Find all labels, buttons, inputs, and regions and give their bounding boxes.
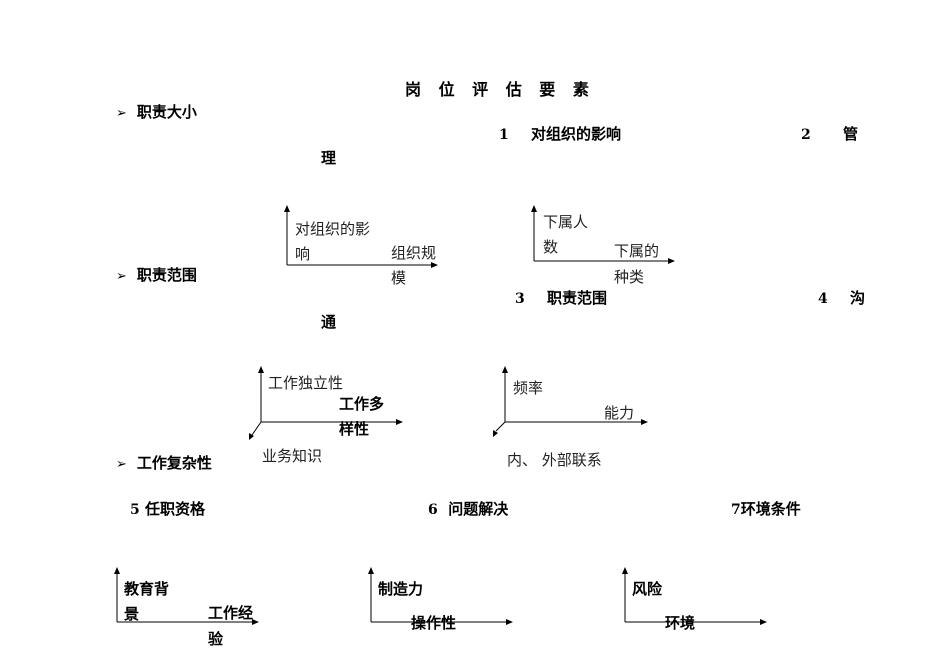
communication-axes [493, 366, 648, 437]
factor-2-name-part2: 理 [321, 149, 337, 167]
communication-x-label: 能力 [604, 404, 635, 422]
section-duty-scope: ➢ 职责范围 [116, 266, 197, 284]
influence-axes [284, 205, 438, 268]
section-work-complexity: ➢ 工作复杂性 [116, 454, 212, 472]
factor-6-number: 6 [428, 502, 438, 518]
environment-x-label: 环境 [665, 614, 696, 632]
page-title: 岗 位 评 估 要 素 [405, 80, 595, 99]
section-label: 工作复杂性 [136, 454, 212, 472]
bullet-arrow-icon: ➢ [116, 106, 127, 121]
section-label: 职责大小 [136, 103, 197, 121]
factor-6-heading: 6 问题解决 [428, 500, 509, 518]
factor-5-number: 5 [130, 502, 140, 518]
factor-1-number: 1 [499, 127, 509, 143]
scope-z-label: 业务知识 [262, 447, 323, 465]
influence-x-label-line2: 模 [391, 269, 407, 287]
factor-2-name-part1: 管 [843, 125, 859, 143]
qualification-y-label-line2: 景 [124, 605, 140, 623]
factor-7-heading: 7环境条件 [731, 500, 801, 518]
problem-solving-y-label: 制造力 [378, 580, 424, 598]
management-x-label-line2: 种类 [614, 268, 645, 286]
influence-y-label-line2: 响 [295, 245, 311, 263]
influence-y-label-line1: 对组织的影 [295, 220, 371, 238]
scope-x-label-line1: 工作多 [339, 395, 385, 413]
environment-y-label: 风险 [632, 580, 663, 598]
environment-axes [622, 567, 767, 625]
communication-z-label: 内、 外部联系 [507, 451, 602, 469]
factor-6-name: 问题解决 [448, 500, 509, 518]
management-y-label-line2: 数 [543, 238, 559, 256]
qualification-x-label-line2: 验 [208, 630, 224, 648]
factor-2-number: 2 [801, 127, 811, 143]
communication-y-label: 频率 [513, 379, 544, 397]
factor-4-number: 4 [818, 291, 828, 307]
factor-5-name: 任职资格 [144, 500, 205, 518]
factor-3-number: 3 [515, 291, 525, 307]
section-duty-size: ➢ 职责大小 [116, 103, 197, 121]
management-x-label-line1: 下属的 [614, 242, 660, 260]
factor-4-name-part2: 通 [321, 313, 337, 331]
management-y-label-line1: 下属人 [543, 213, 589, 231]
qualification-x-label-line1: 工作经 [208, 604, 254, 622]
problem-solving-axes [368, 567, 513, 625]
factor-7-name: 环境条件 [740, 500, 801, 518]
factor-7-number: 7 [731, 502, 741, 518]
problem-solving-x-label: 操作性 [411, 614, 457, 632]
influence-x-label-line1: 组织规 [391, 244, 437, 262]
section-label: 职责范围 [136, 266, 197, 284]
factor-5-heading: 5 任职资格 [130, 500, 205, 518]
scope-axes [249, 366, 403, 440]
factor-1-name: 对组织的影响 [531, 125, 622, 143]
qualification-y-label-line1: 教育背 [124, 580, 170, 598]
bullet-arrow-icon: ➢ [116, 457, 127, 472]
scope-x-label-line2: 样性 [339, 420, 370, 438]
qualification-axes [114, 567, 259, 625]
factor-4-name-part1: 沟 [850, 289, 866, 307]
bullet-arrow-icon: ➢ [116, 269, 127, 284]
scope-y-label: 工作独立性 [268, 374, 344, 392]
factor-3-name: 职责范围 [547, 289, 608, 307]
management-axes [531, 205, 675, 264]
